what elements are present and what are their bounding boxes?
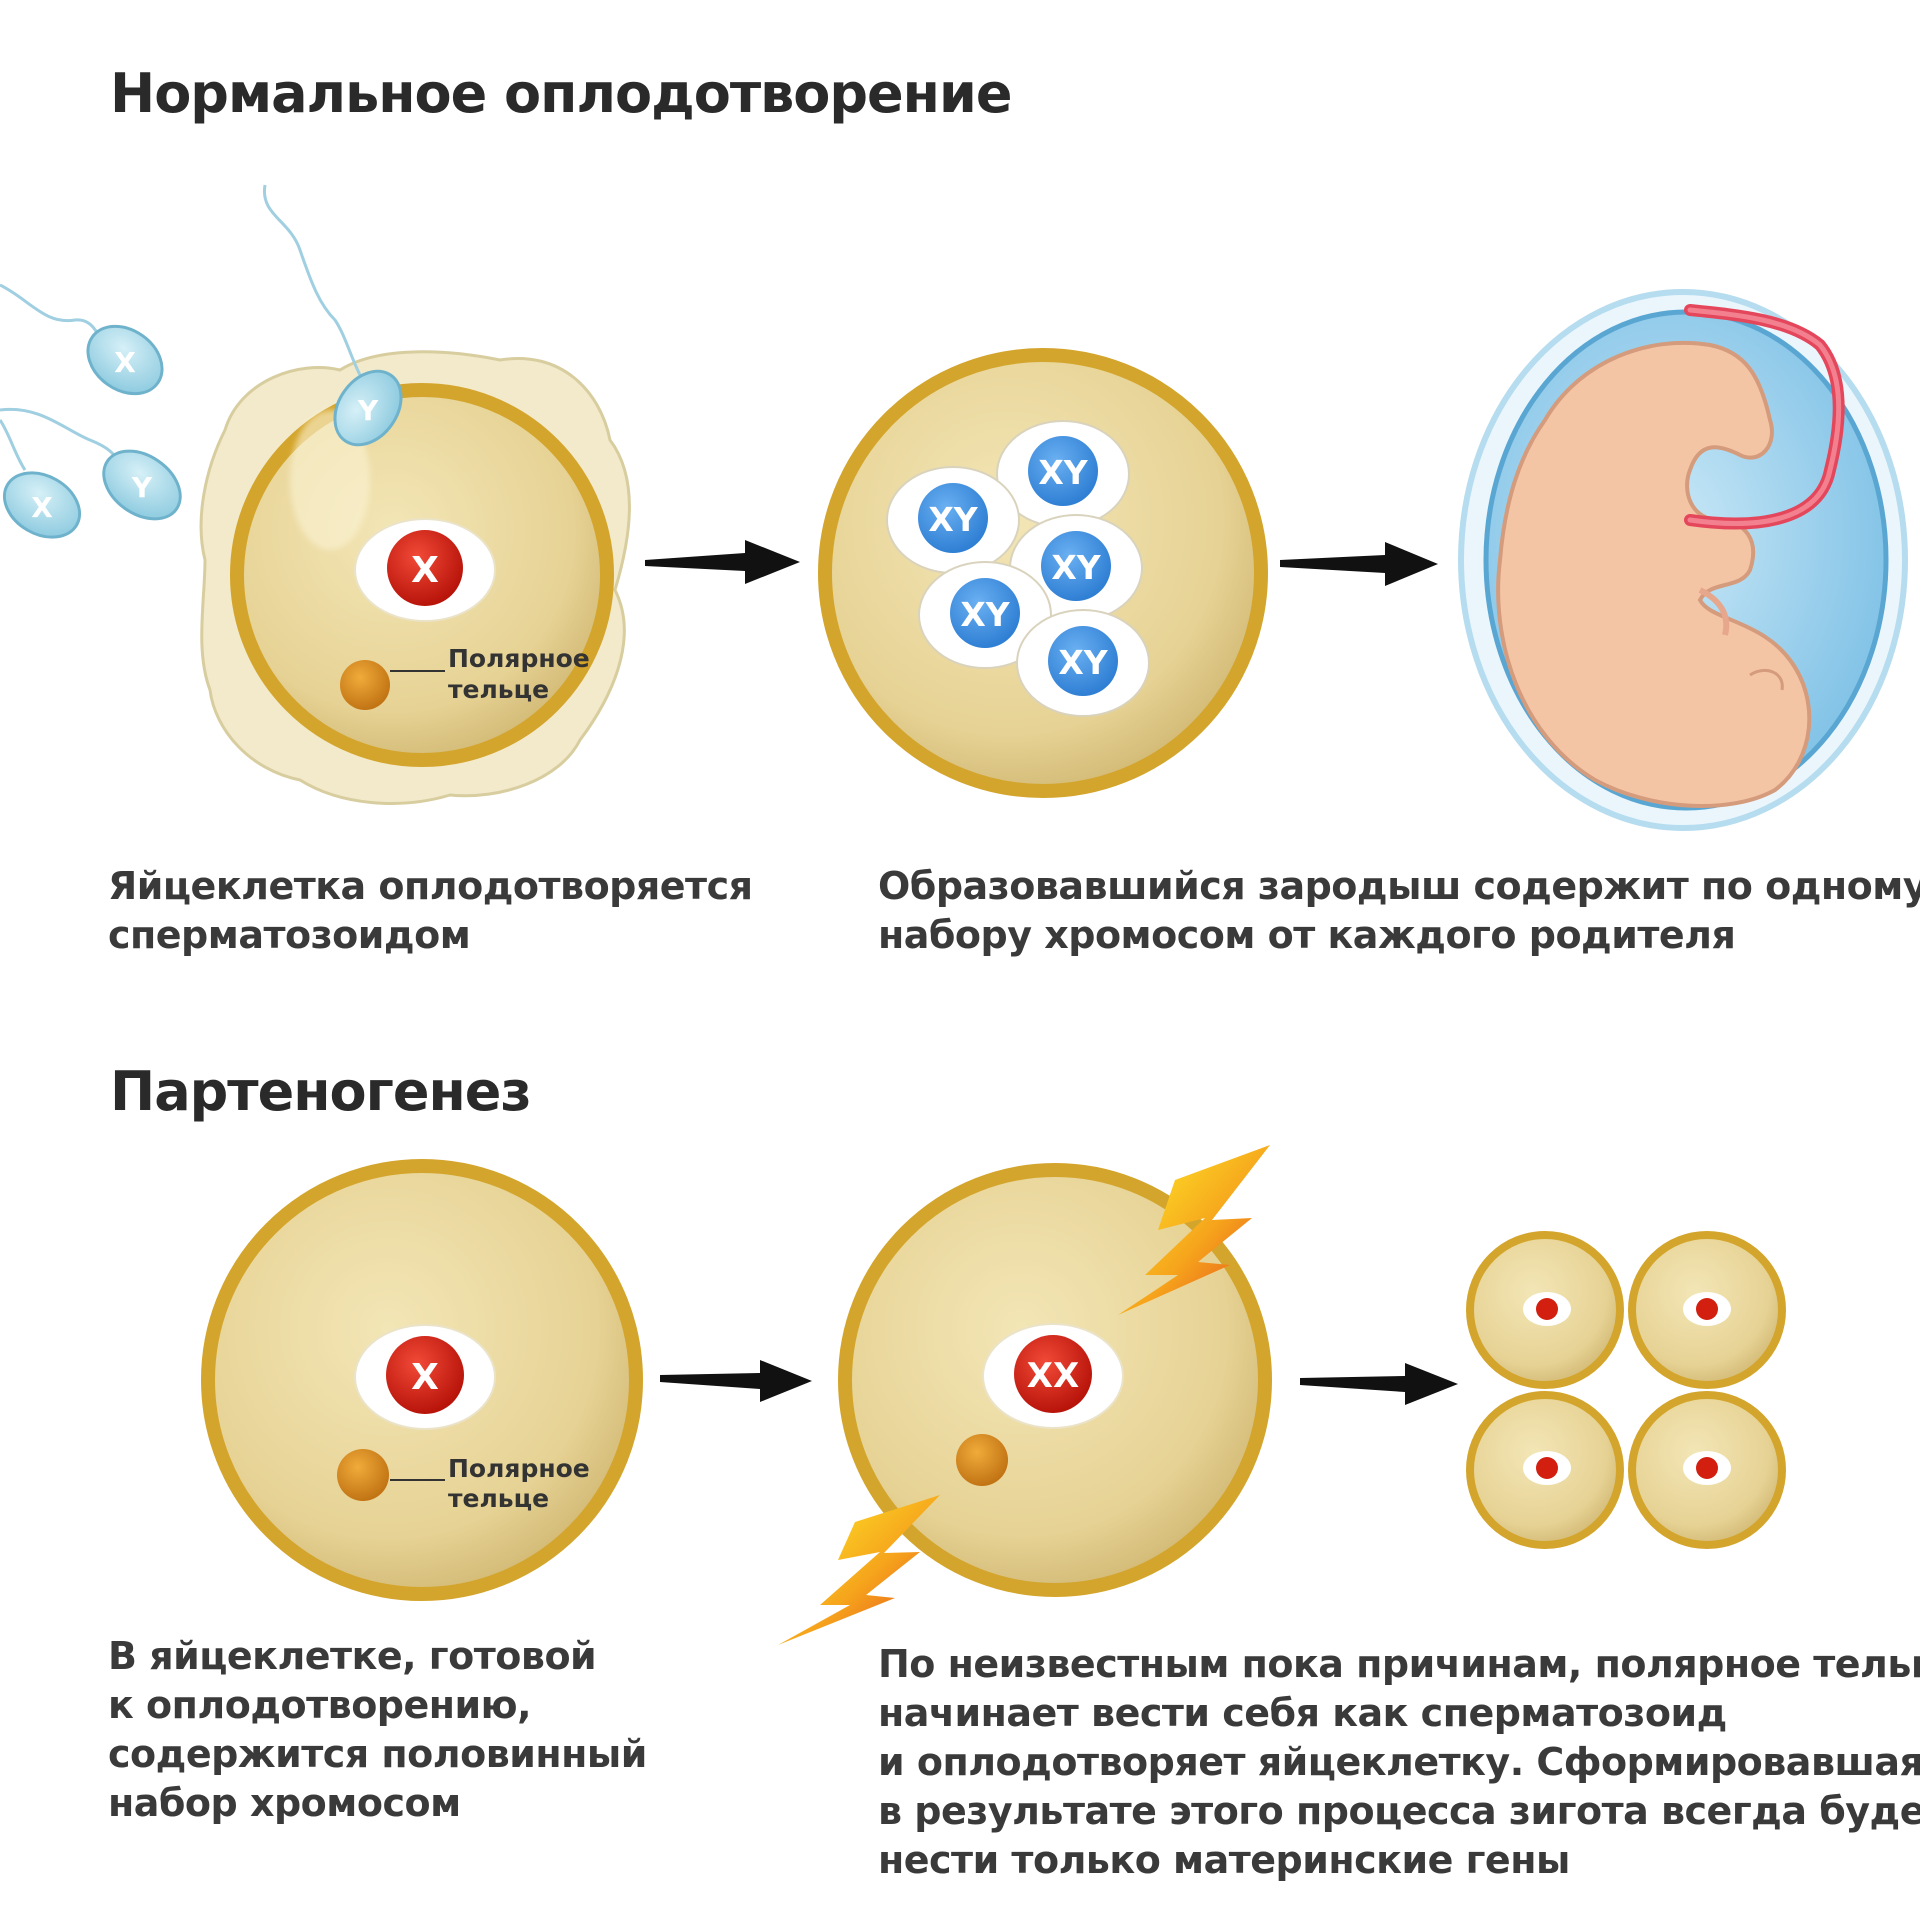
polar-body-label: Полярное тельце [448,1454,598,1513]
arrow-right [645,540,800,584]
nucleus-x [386,1336,464,1414]
arrow-right [1280,542,1438,586]
sperm-label: X [31,491,53,524]
nucleus-xx [1014,1335,1092,1413]
lightning-bolt-icon [1118,1145,1270,1315]
caption-line: к оплодотворению, [108,1683,532,1727]
sperm-y-entering: Y [262,184,403,447]
caption-line: в результате этого процесса зигота всегд… [878,1789,1920,1833]
sperm-y-lower: Y [0,407,182,521]
nucleus-x [387,530,463,606]
caption-line: нести только материнские гены [878,1838,1570,1882]
caption-line: набору хромосом от каждого родителя [878,913,1736,957]
daughter-cell [1628,1231,1786,1389]
xy-cell: XY [1016,609,1150,717]
xy-label: XY [928,500,978,539]
caption-line: Образовавшийся зародыш содержит по одном… [878,864,1920,908]
egg-chromosome-label: X [411,1357,439,1398]
xy-cell: XY [918,561,1052,669]
caption-polar-body-fertilization: По неизвестным пока причинам, полярное т… [878,1640,1920,1885]
caption-line: начинает вести себя как сперматозоид [878,1691,1727,1735]
caption-fertilization: Яйцеклетка оплодотворяется сперматозоидо… [108,862,753,960]
sperm-label: Y [131,471,153,504]
polar-body [340,660,390,710]
caption-haploid-egg: В яйцеклетке, готовой к оплодотворению, … [108,1632,647,1828]
xy-label: XY [960,595,1010,634]
daughter-cell [1628,1391,1786,1549]
caption-line: содержится половинный [108,1732,647,1776]
embryo-illustration [1458,289,1908,831]
section-title-parthenogenesis: Партеногенез [110,1060,532,1123]
caption-embryo: Образовавшийся зародыш содержит по одном… [878,862,1920,960]
caption-line: Яйцеклетка оплодотворяется [108,864,753,908]
caption-line: По неизвестным пока причинам, полярное т… [878,1642,1920,1686]
polar-body-label-line1: Полярное [448,1454,590,1483]
arrow-right [660,1360,812,1402]
xy-label: XY [1058,643,1108,682]
polar-body-label-line2: тельце [448,1484,549,1513]
sperm-label: Y [357,394,379,427]
caption-line: сперматозоидом [108,913,471,957]
section-title-normal: Нормальное оплодотворение [110,62,1012,125]
daughter-cell [1466,1231,1624,1389]
daughter-cell [1466,1391,1624,1549]
polar-body-label: Полярное тельце [448,644,598,704]
sperm-x-lower: X [0,419,82,539]
egg-chromosome-label: X [411,550,439,591]
polar-body [337,1449,389,1501]
polar-body-label-line1: Полярное [448,644,590,673]
sperm-label: X [114,346,136,379]
polar-body-label-line2: тельце [448,675,549,704]
polar-body [956,1434,1008,1486]
arrow-right [1300,1363,1458,1405]
caption-line: В яйцеклетке, готовой [108,1634,597,1678]
xy-label: XY [1051,548,1101,587]
xy-cell: XY [886,466,1020,574]
caption-line: набор хромосом [108,1781,461,1825]
xy-cell: XY [996,420,1130,528]
lightning-bolt-icon [778,1495,940,1645]
caption-line: и оплодотворяет яйцеклетку. Сформировавш… [878,1740,1920,1784]
fertilized-chromosome-label: XX [1027,1356,1079,1396]
xy-label: XY [1038,453,1088,492]
sperm-x-upper: X [0,283,164,396]
